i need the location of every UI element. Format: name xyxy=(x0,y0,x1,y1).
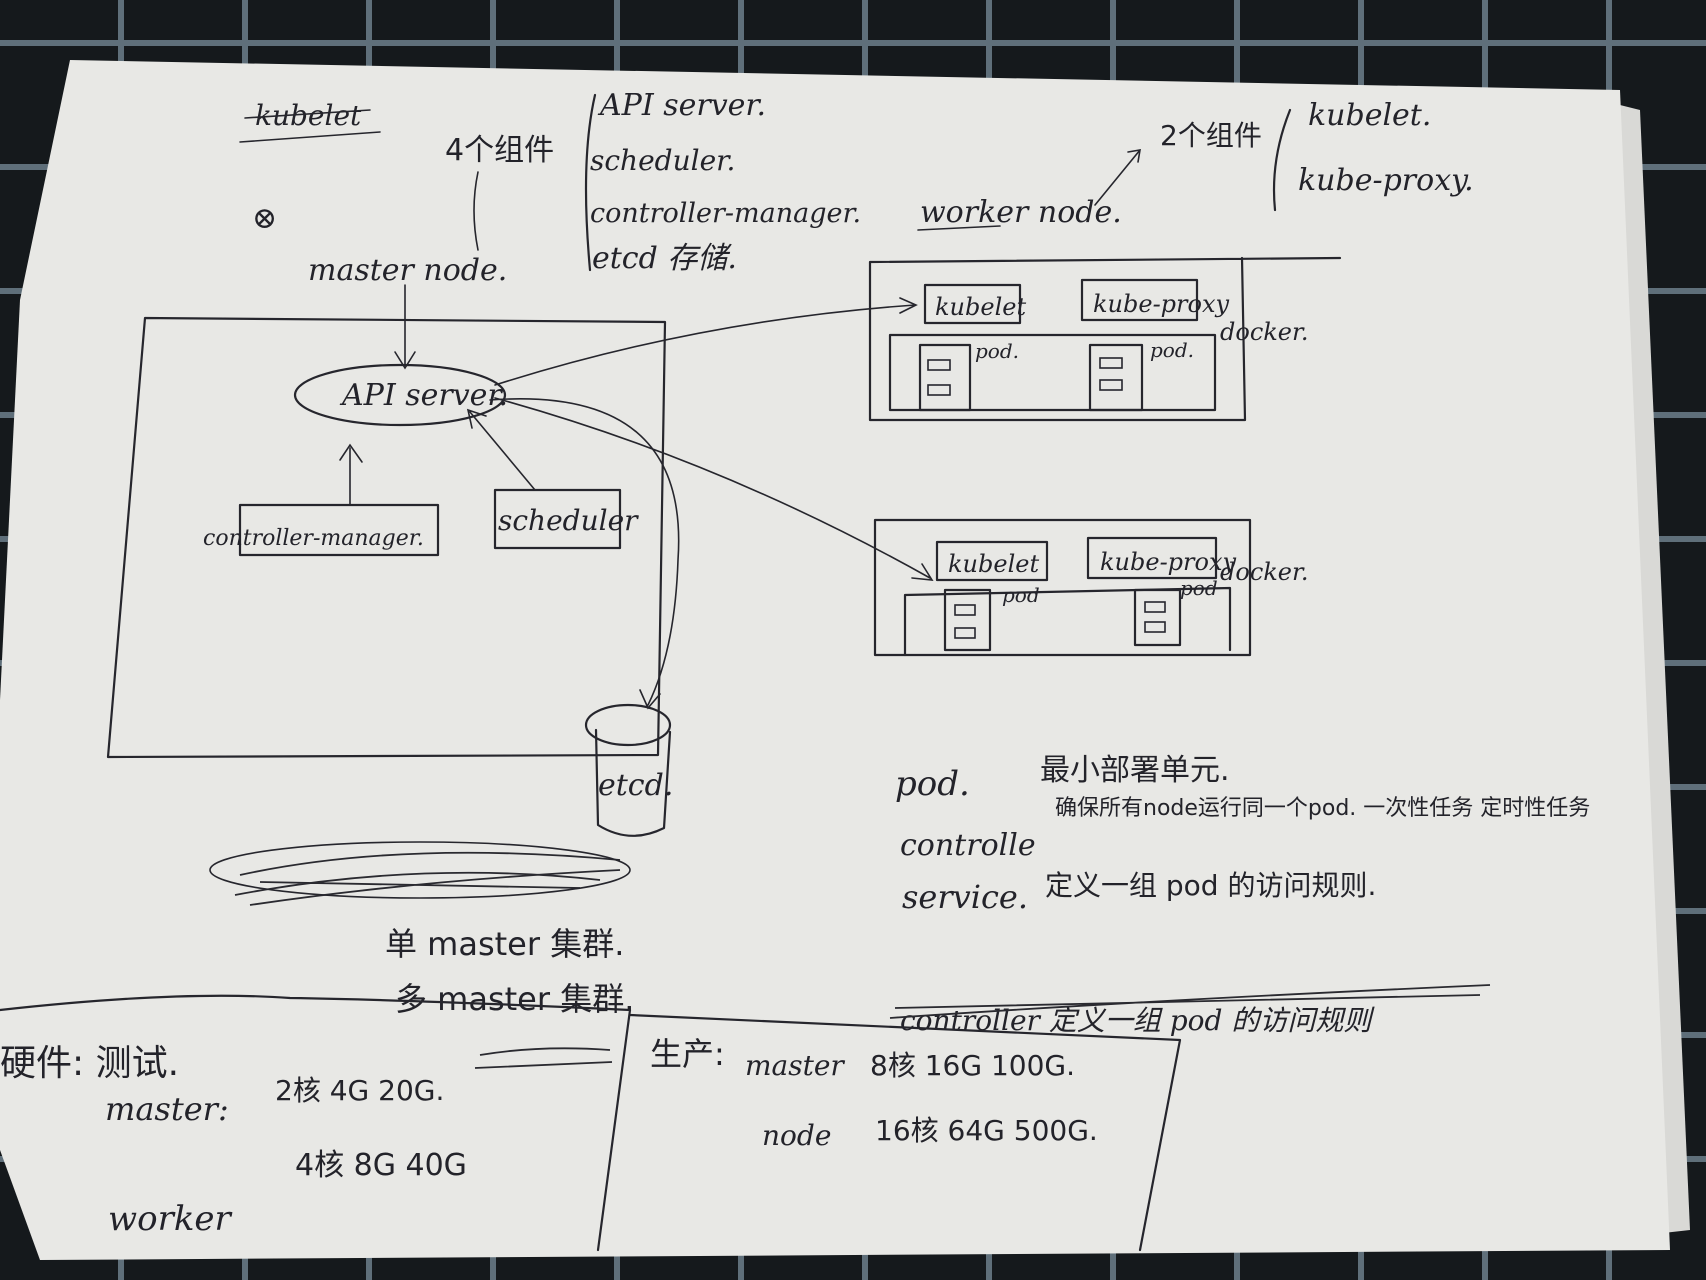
crossed-kubelet: kubelet xyxy=(255,99,362,132)
w1-docker-box xyxy=(888,333,1217,412)
paper-sheet xyxy=(0,60,1670,1260)
note-pod-desc: 最小部署单元. xyxy=(1040,753,1230,788)
w2-pod-a-label: pod xyxy=(1002,583,1040,607)
worker-comp-kubelet: kubelet. xyxy=(1308,98,1431,133)
deploy-multi: 多 master 集群. xyxy=(395,980,634,1018)
scribble-mark: ⊗ xyxy=(252,201,277,236)
w1-kubeproxy-label: kube-proxy xyxy=(1093,290,1229,318)
w2-docker-label: docker. xyxy=(1220,558,1308,586)
hardware-test-master-label: master: xyxy=(105,1090,229,1128)
deploy-single: 单 master 集群. xyxy=(385,925,624,963)
w2-pod-b xyxy=(1133,588,1182,647)
hardware-test-master-spec: 2核 4G 20G. xyxy=(275,1074,444,1107)
master-count-label: 4个组件 xyxy=(445,133,554,168)
note-pod-term: pod. xyxy=(895,764,970,804)
scheduler-label: scheduler xyxy=(498,504,639,537)
master-comp-api: API server. xyxy=(597,88,766,123)
worker-brace xyxy=(1272,108,1292,212)
w2-pod-b-label: pod xyxy=(1180,576,1218,600)
master-node-label: master node. xyxy=(308,253,507,288)
controller-manager-label: controller-manager. xyxy=(203,526,424,551)
w1-pod-b xyxy=(1088,343,1144,412)
note-controller-term: controlle xyxy=(900,828,1036,863)
prod-box-line xyxy=(628,1013,1182,1252)
master-brace xyxy=(584,93,597,272)
hardware-prod-node-spec: 16核 64G 500G. xyxy=(875,1114,1098,1147)
w1-kubelet-label: kubelet xyxy=(935,293,1026,321)
w1-pod-a xyxy=(918,343,972,412)
worker-comp-kubeproxy: kube-proxy. xyxy=(1298,163,1474,198)
crossed-controller-line: controller 定义一组 pod 的访问规则 xyxy=(900,1004,1375,1037)
etcd-cylinder-top xyxy=(584,703,672,747)
worker-box-1 xyxy=(868,256,1342,422)
w1-pod-a-label: pod. xyxy=(975,339,1019,363)
worker-node-label: worker node. xyxy=(920,195,1122,230)
w2-docker-box xyxy=(903,586,1232,657)
master-comp-scheduler: scheduler. xyxy=(590,144,735,177)
etcd-label: etcd. xyxy=(598,768,673,803)
api-server-label: API server. xyxy=(339,378,508,413)
note-service-desc: 定义一组 pod 的访问规则. xyxy=(1045,869,1376,902)
w2-kubeproxy-label: kube-proxy xyxy=(1100,548,1236,576)
master-comp-etcd: etcd 存储. xyxy=(592,241,737,276)
hardware-test-worker-spec: 4核 8G 40G xyxy=(295,1148,467,1183)
hardware-prod-node-label: node xyxy=(762,1119,831,1152)
w2-kubelet-label: kubelet xyxy=(948,550,1039,578)
w2-kubelet-box xyxy=(935,540,1049,582)
hardware-test-worker-label: worker xyxy=(108,1199,233,1239)
w2-pod-a xyxy=(943,588,992,652)
hardware-divider xyxy=(0,994,632,1252)
w1-pod-b-label: pod. xyxy=(1150,338,1194,362)
hardware-prod-master-spec: 8核 16G 100G. xyxy=(870,1049,1075,1082)
worker-count-label: 2个组件 xyxy=(1160,119,1262,152)
api-server-ellipse xyxy=(293,363,507,427)
w1-docker-label: docker. xyxy=(1220,318,1308,346)
w2-kubeproxy-box xyxy=(1086,536,1218,580)
w1-kubeproxy-box xyxy=(1080,278,1199,322)
master-box xyxy=(106,316,667,759)
etcd-cylinder-body xyxy=(594,728,672,837)
scheduler-box xyxy=(493,488,622,550)
note-controller-desc: 确保所有node运行同一个pod. 一次性任务 定时性任务 xyxy=(1055,796,1590,821)
master-comp-controller: controller-manager. xyxy=(590,198,861,229)
hardware-prod-master-label: master xyxy=(745,1049,845,1082)
worker-box-2 xyxy=(873,518,1252,657)
hardware-test-title: 硬件: 测试. xyxy=(0,1043,179,1084)
note-service-term: service. xyxy=(902,878,1028,916)
controller-manager-box xyxy=(238,503,440,557)
hardware-prod-title: 生产: xyxy=(650,1035,725,1073)
w1-kubelet-box xyxy=(923,283,1022,325)
